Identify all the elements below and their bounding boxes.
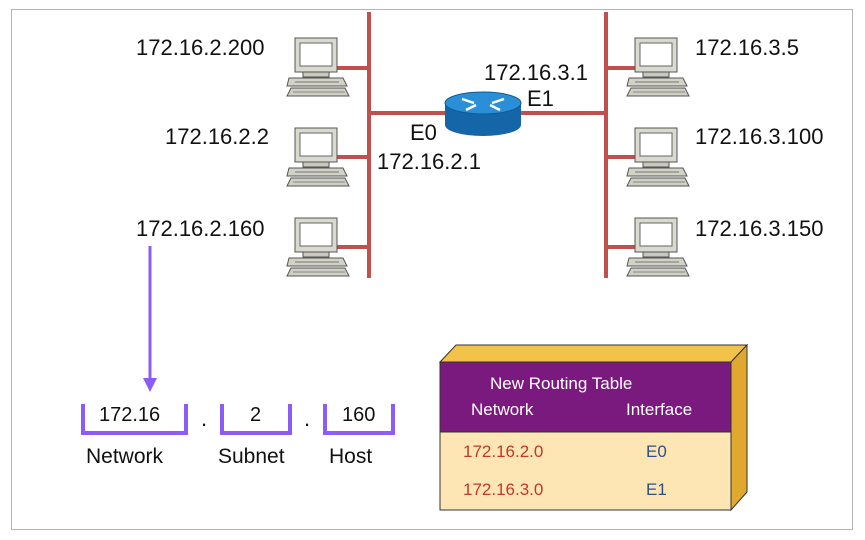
address-part-subnet: 2: [250, 404, 262, 426]
routing-table-row-network: 172.16.3.0: [463, 480, 544, 499]
caption-subnet: Subnet: [218, 445, 285, 468]
pc-icon: [626, 217, 690, 277]
routing-table-col-network: Network: [471, 400, 534, 419]
host-ip-label: 172.16.2.200: [136, 35, 265, 60]
host-ip-label: 172.16.2.160: [136, 216, 265, 241]
address-dot: .: [304, 406, 311, 431]
caption-host: Host: [329, 445, 373, 468]
router-e1-label: E1: [527, 86, 554, 111]
diagram-frame: [11, 9, 853, 530]
address-brackets: [81, 404, 395, 435]
routing-table-row-interface: E1: [646, 480, 667, 499]
host-ip-label: 172.16.3.100: [695, 124, 824, 149]
pc-icon: [626, 127, 690, 187]
routing-table-row-network: 172.16.2.0: [463, 442, 544, 461]
routing-table-col-interface: Interface: [626, 400, 693, 419]
router-e1-ip: 172.16.3.1: [484, 60, 588, 85]
host-ip-label: 172.16.3.5: [695, 35, 799, 60]
routing-table-box: [438, 343, 749, 512]
pointer-arrow: [143, 246, 157, 392]
address-dot: .: [201, 406, 208, 431]
host-ip-label: 172.16.3.150: [695, 216, 824, 241]
router-e0-ip: 172.16.2.1: [377, 149, 481, 174]
address-part-host: 160: [342, 404, 376, 426]
pc-icon: [626, 37, 690, 97]
routing-table-title: New Routing Table: [490, 374, 633, 393]
router-icon: [444, 91, 522, 136]
routing-table-row-interface: E0: [646, 442, 667, 461]
router-e0-label: E0: [410, 120, 437, 145]
address-part-network: 172.16: [99, 404, 161, 426]
host-ip-label: 172.16.2.2: [165, 124, 269, 149]
caption-network: Network: [86, 445, 164, 468]
